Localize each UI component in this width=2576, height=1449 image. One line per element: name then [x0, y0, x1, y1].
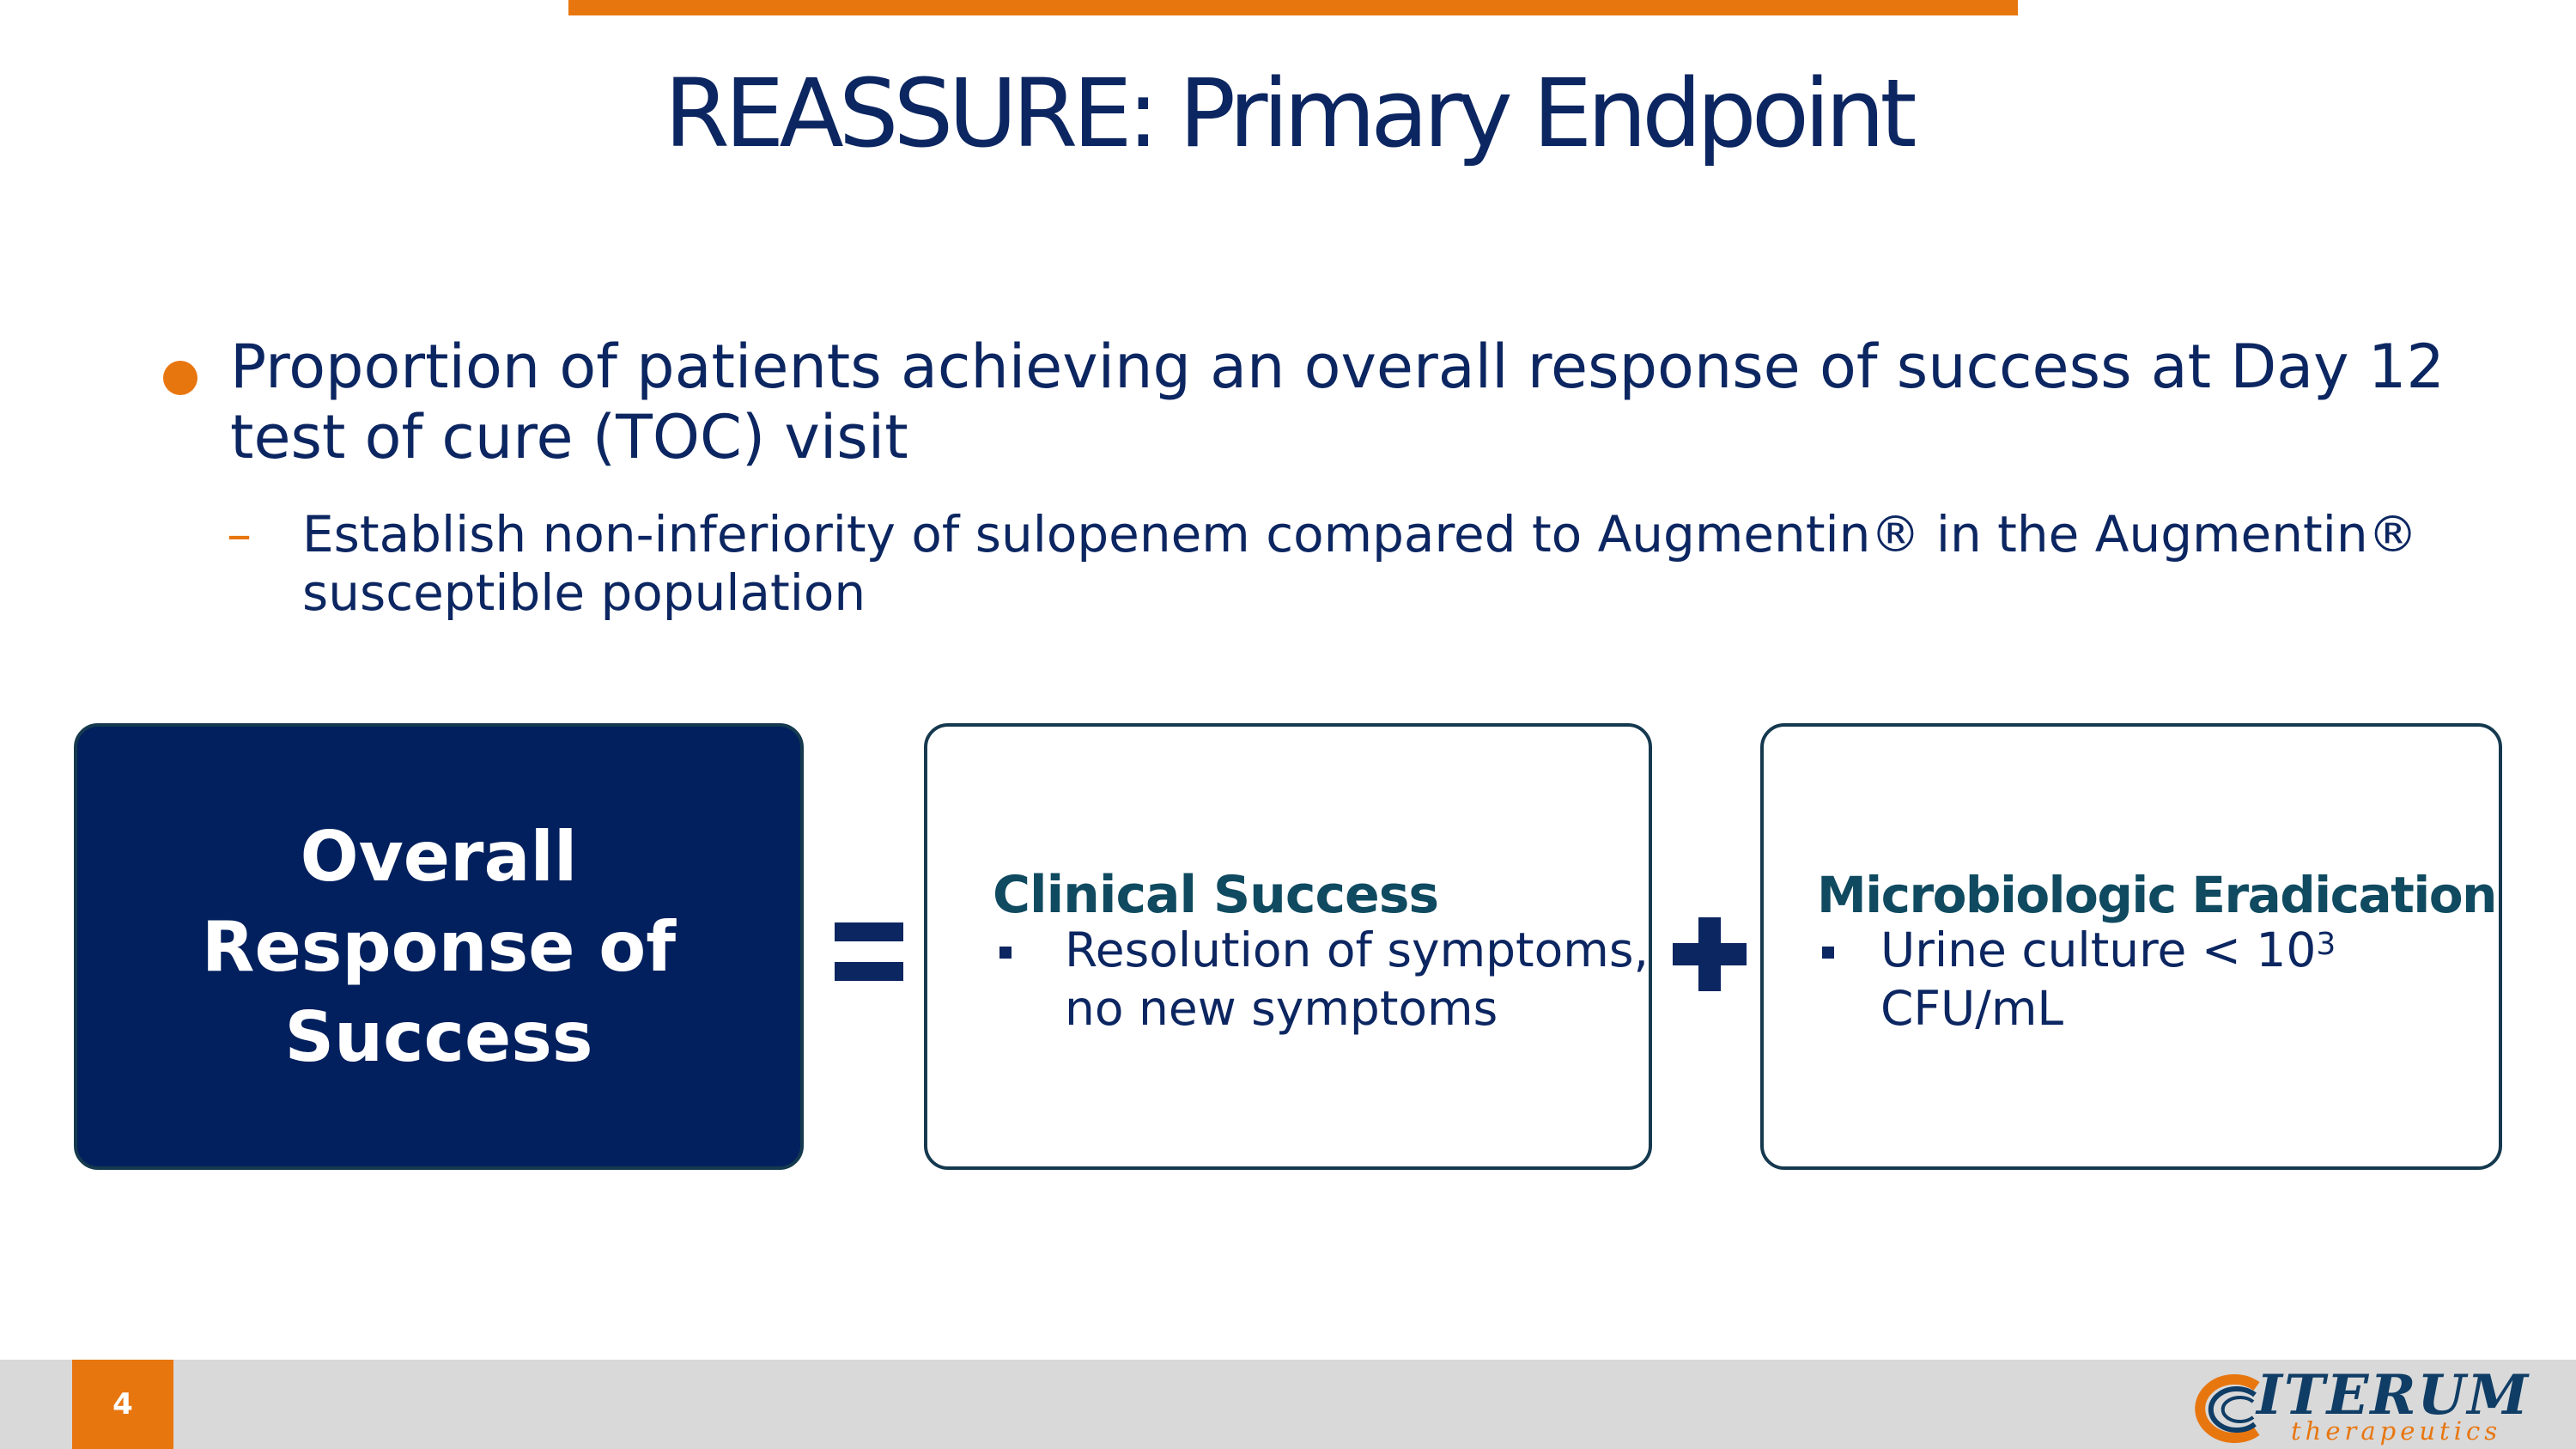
top-accent-bar — [568, 0, 2018, 15]
clinical-success-description: Resolution of symptoms, no new symptoms — [1065, 922, 1649, 1036]
logo-swoosh-icon — [2195, 1374, 2260, 1443]
clinical-success-box: Clinical Success Resolution of symptoms,… — [924, 723, 1652, 1170]
square-bullet-icon — [1822, 947, 1834, 959]
dash-icon: – — [227, 505, 252, 563]
overall-response-label: Overall Response of Success — [201, 816, 677, 1077]
page-number: 4 — [72, 1360, 173, 1449]
unit-text: CFU/mL — [1880, 981, 2064, 1036]
logo-tagline: therapeutics — [2291, 1416, 2502, 1446]
iterum-logo: ITERUM therapeutics — [2186, 1364, 2547, 1446]
microbiologic-eradication-box: Microbiologic Eradication Urine culture … — [1760, 723, 2502, 1170]
logo-wordmark: ITERUM — [2257, 1363, 2530, 1428]
microbiologic-eradication-title: Microbiologic Eradication — [1817, 866, 2497, 924]
main-bullet-text: Proportion of patients achieving an over… — [230, 332, 2445, 472]
slide-title: REASSURE: Primary Endpoint — [664, 58, 1917, 168]
footer-bar — [0, 1360, 2576, 1449]
square-bullet-icon — [999, 947, 1012, 959]
equals-bar-bottom — [835, 962, 903, 981]
plus-bar-vertical — [1698, 917, 1721, 991]
sub-bullet-text: Establish non-inferiority of sulopenem c… — [302, 505, 2418, 622]
overall-response-box: Overall Response of Success — [74, 723, 804, 1170]
orange-bullet-icon — [163, 361, 197, 395]
equals-icon — [835, 922, 903, 981]
urine-culture-text: Urine culture < 10 — [1880, 922, 2317, 977]
exponent: 3 — [2316, 927, 2336, 962]
equals-bar-top — [835, 922, 903, 941]
plus-icon — [1673, 917, 1747, 991]
clinical-success-title: Clinical Success — [993, 865, 1439, 925]
